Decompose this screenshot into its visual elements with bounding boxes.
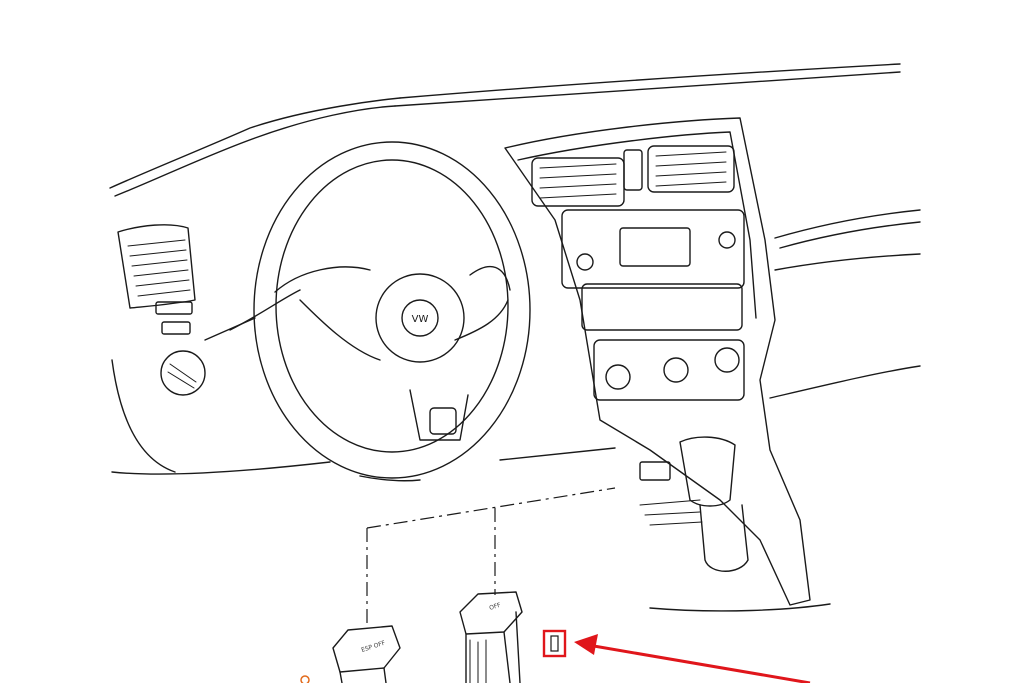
steering-wheel: VW (253, 141, 531, 482)
highlight-annotation (542, 629, 811, 683)
highlight-arrow-head (574, 634, 598, 655)
highlight-arrow-shaft (587, 643, 811, 683)
leader-lines (366, 487, 616, 625)
marker-dot (300, 675, 310, 683)
dashboard-outline (109, 63, 921, 612)
highlight-box (542, 629, 567, 658)
switch-label-1: ESP OFF (360, 639, 386, 653)
switch-label-2: OFF (488, 601, 502, 611)
center-console (504, 117, 811, 606)
switch-module-1: ESP OFF (300, 625, 401, 683)
switch-module-2: OFF (459, 591, 523, 683)
left-air-vent (117, 224, 206, 396)
steering-wheel-emblem: VW (412, 314, 429, 325)
